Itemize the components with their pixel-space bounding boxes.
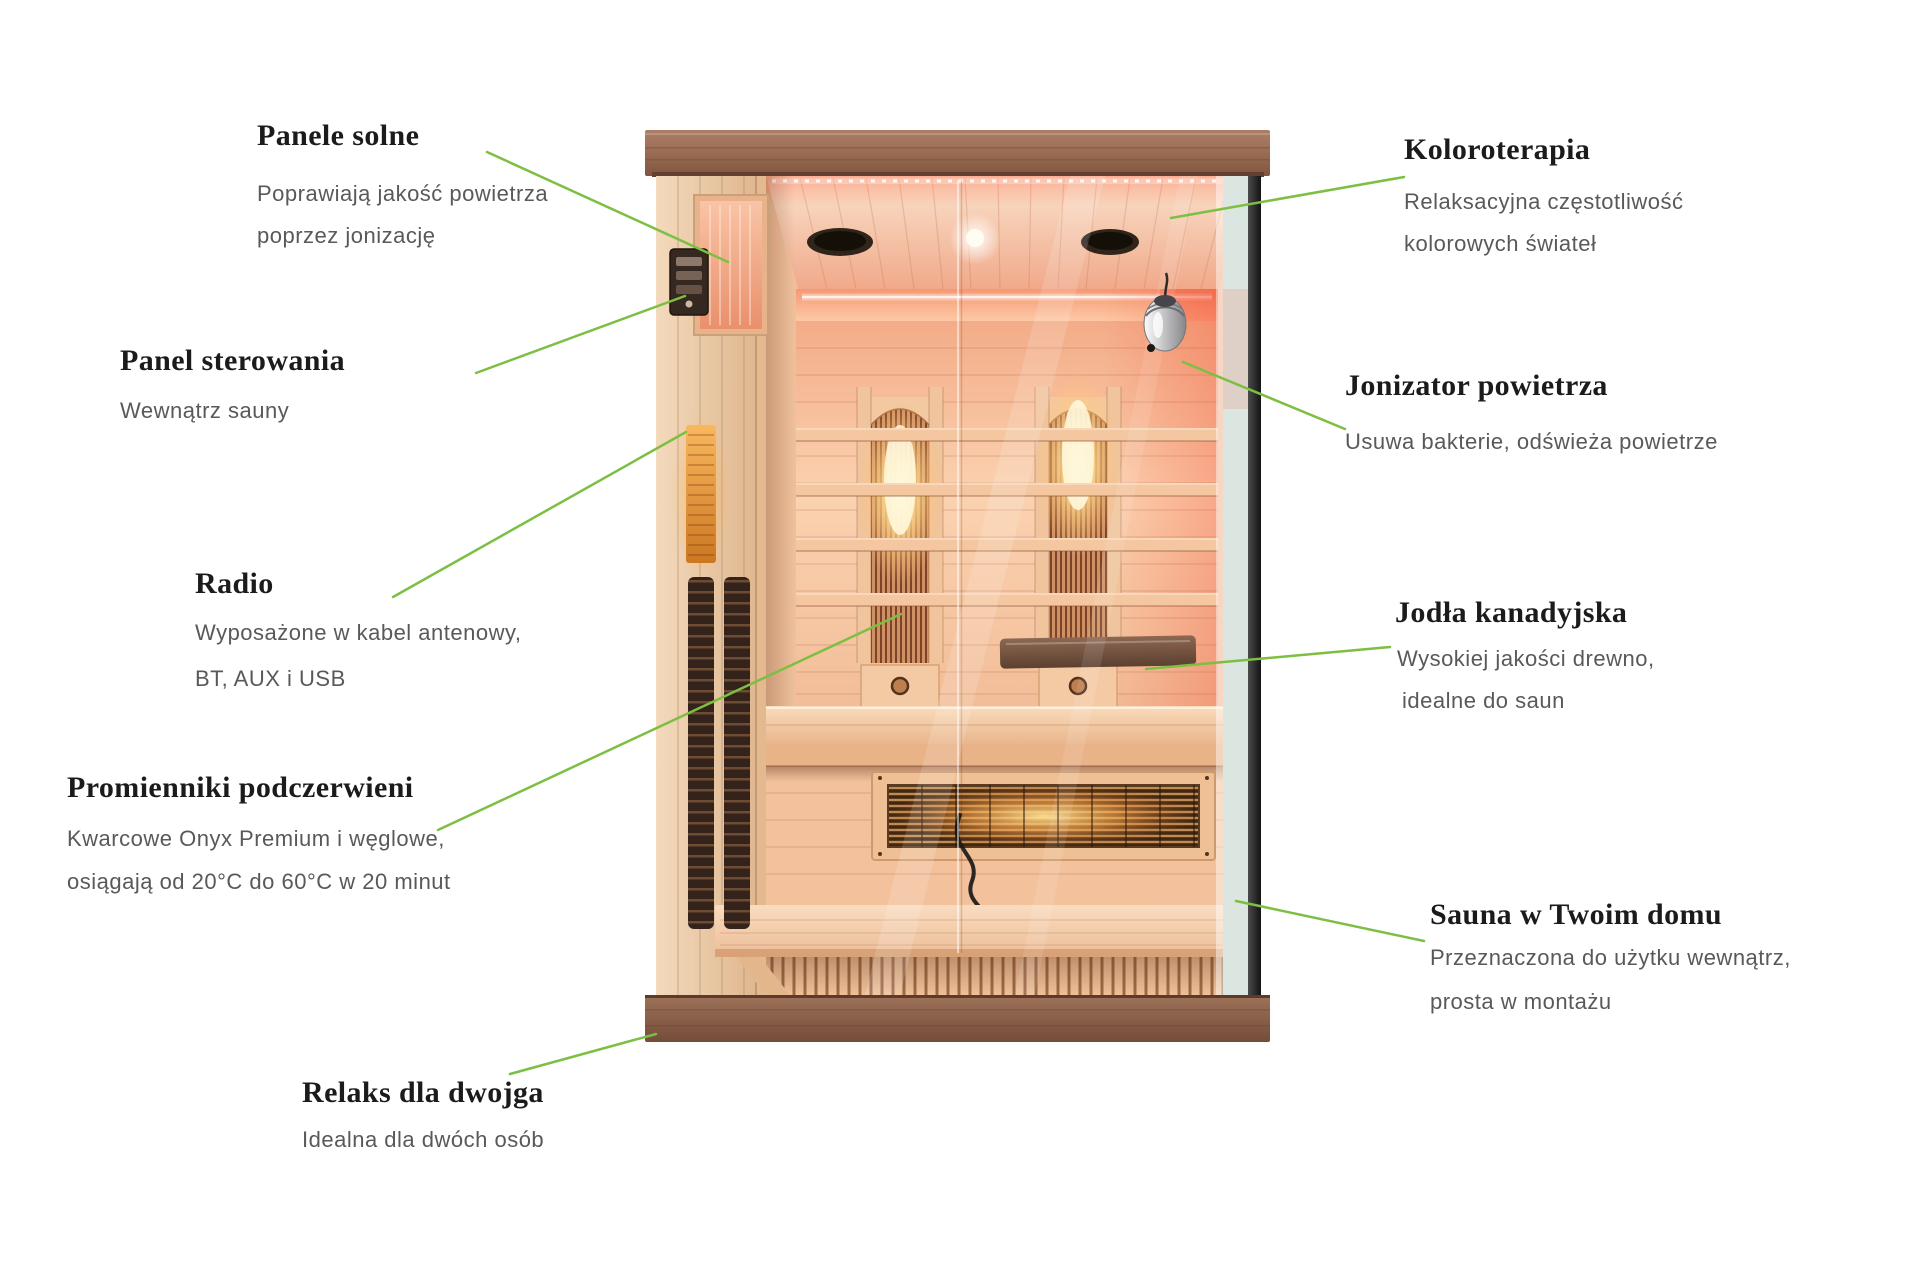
feature-desc: Wysokiej jakości drewno, <box>1397 646 1655 671</box>
feature-desc: Przeznaczona do użytku wewnątrz, <box>1430 945 1791 970</box>
feature-title-relaks: Relaks dla dwojga <box>302 1076 544 1109</box>
glass-side-tint-glow <box>1223 289 1248 409</box>
callout-line-relaks <box>508 1032 658 1076</box>
feature-desc: osiągają od 20°C do 60°C w 20 minut <box>67 869 451 894</box>
feature-title-panele-solne: Panele solne <box>257 119 420 152</box>
ceiling-speaker-left <box>807 228 873 256</box>
feature-desc: Relaksacyjna częstotliwość <box>1404 189 1684 214</box>
feature-desc: prosta w montażu <box>1430 989 1612 1014</box>
feature-title-radio: Radio <box>195 567 274 600</box>
glass-front <box>865 176 1223 995</box>
feature-title-promienniki: Promienniki podczerwieni <box>67 771 414 804</box>
radio-panel <box>671 410 731 578</box>
feature-title-panel-sterowania: Panel sterowania <box>120 344 345 377</box>
feature-desc: idealne do saun <box>1402 688 1565 713</box>
sauna-photo <box>645 130 1270 1042</box>
floor-slats <box>766 957 1248 995</box>
feature-desc: BT, AUX i USB <box>195 666 346 691</box>
glass-side-tint <box>1223 176 1248 995</box>
feature-title-koloroterapia: Koloroterapia <box>1404 133 1591 166</box>
ceiling-speaker-right <box>1081 229 1139 255</box>
sauna-base <box>645 995 1270 1042</box>
bench <box>766 706 1248 767</box>
back-wall-rails <box>796 428 1218 607</box>
ionizer-device <box>1143 272 1187 352</box>
feature-desc: kolorowych świateł <box>1404 231 1597 256</box>
sauna-crown <box>645 130 1270 177</box>
feature-desc: Idealna dla dwóch osób <box>302 1127 545 1152</box>
feature-title-sauna-domu: Sauna w Twoim domu <box>1430 898 1723 931</box>
floor-bench <box>715 905 1250 995</box>
feature-desc: Kwarcowe Onyx Premium i węglowe, <box>67 826 445 851</box>
feature-desc: Wyposażone w kabel antenowy, <box>195 620 522 645</box>
ceiling-light <box>949 213 1001 265</box>
feature-desc: Wewnątrz sauny <box>120 398 290 423</box>
glass-frame <box>1248 176 1261 995</box>
feature-desc: poprzez jonizację <box>257 223 436 248</box>
feature-desc: Poprawiają jakość powietrza <box>257 181 549 206</box>
feature-title-jodla: Jodła kanadyjska <box>1395 596 1628 629</box>
feature-desc: Usuwa bakterie, odświeża powietrze <box>1345 429 1718 454</box>
control-panel <box>669 248 709 316</box>
feature-title-jonizator: Jonizator powietrza <box>1345 369 1608 402</box>
